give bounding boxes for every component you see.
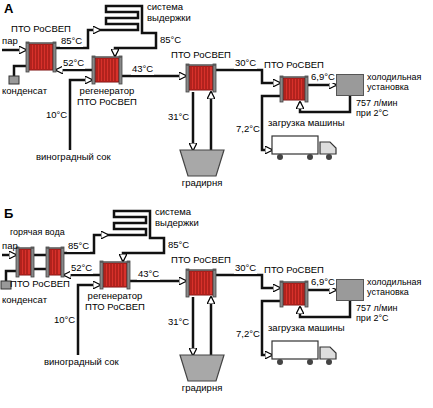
temperature-label: 6,9°C <box>310 72 336 83</box>
pipe-connector <box>308 289 336 292</box>
node-label: система выдержки <box>147 2 205 24</box>
loop-label: горячая вода <box>10 227 65 237</box>
input-label: пар <box>2 36 18 47</box>
node-label: холодильная установка <box>367 277 429 298</box>
heat-exchanger: ПТО РоСВЕП <box>280 76 308 102</box>
input-label: виноградный сок <box>36 152 111 163</box>
chiller-symbol <box>336 279 364 301</box>
temperature-label: 52°C <box>70 263 93 274</box>
hx-symbol <box>280 76 308 102</box>
pipe-connector <box>210 92 213 150</box>
flow-label: 757 л/мин при 2°C <box>356 98 406 119</box>
pipe-connector <box>216 70 280 83</box>
temperature-label: 7,2°C <box>236 124 260 135</box>
temperature-label: 10°C <box>46 110 67 121</box>
chiller-unit: холодильная установка <box>336 74 364 96</box>
regenerator: регенератор ПТО РоСВЕП <box>92 56 122 84</box>
hx-symbol <box>186 269 216 297</box>
pipe-connector <box>115 33 156 56</box>
temperature-label: 31°C <box>167 112 190 123</box>
pipe-connector <box>216 275 280 288</box>
holding-coil: система выдержки <box>108 209 152 243</box>
temperature-label: 30°C <box>234 263 257 274</box>
chiller-unit: холодильная установка <box>336 279 364 301</box>
pipe-connector <box>192 297 195 355</box>
hx-symbol <box>186 64 216 92</box>
heat-exchanger: ПТО РоСВЕП <box>186 269 216 297</box>
cooling-tower: градирня <box>180 355 224 381</box>
output-label: конденсат <box>2 295 47 306</box>
chiller-symbol <box>336 74 364 96</box>
steam-trap <box>1 281 11 289</box>
node-label: регенератор ПТО РоСВЕП <box>78 291 152 313</box>
flow-label: 757 л/мин при 2°C <box>356 303 406 324</box>
node-label: ПТО РоСВЕП <box>11 24 71 35</box>
pipe-connector <box>64 235 108 253</box>
regenerator: регенератор ПТО РоСВЕП <box>100 261 130 289</box>
node-label: регенератор ПТО РоСВЕП <box>70 86 144 108</box>
hx-symbol <box>26 42 56 72</box>
temperature-label: 85°C <box>67 241 90 252</box>
temperature-label: 85°C <box>159 35 182 46</box>
temperature-label: 6,9°C <box>310 277 336 288</box>
pipe-connector <box>308 84 336 87</box>
pipe-connector <box>56 69 92 72</box>
cooling-tower: градирня <box>180 150 224 176</box>
temperature-label: 31°C <box>167 317 190 328</box>
temperature-label: 85°C <box>167 240 190 251</box>
input-label: пар <box>2 241 18 252</box>
temperature-label: 43°C <box>131 64 154 75</box>
hx2-symbol <box>16 247 64 277</box>
pipe-connector <box>123 238 164 261</box>
temperature-label: 43°C <box>137 269 160 280</box>
node-label: ПТО РоСВЕП <box>264 60 324 71</box>
temperature-label: 30°C <box>234 58 257 69</box>
pipe-connector <box>64 274 100 277</box>
steam-trap <box>9 76 19 84</box>
tower-symbol <box>180 150 224 176</box>
pipe-connector <box>122 75 186 78</box>
heat-exchanger-pair: ПТО РоСВЕП <box>16 247 64 277</box>
node-label: система выдержки <box>155 207 213 229</box>
temperature-label: 7,2°C <box>236 329 260 340</box>
hx-symbol <box>92 56 122 84</box>
node-label: ПТО РоСВЕП <box>264 265 324 276</box>
holding-coil: система выдержки <box>100 4 144 38</box>
truck <box>272 136 336 160</box>
heat-exchanger: ПТО РоСВЕП <box>26 42 56 72</box>
hold-symbol <box>108 209 152 243</box>
output-label: загрузка машины <box>268 323 345 334</box>
temperature-label: 10°C <box>54 315 75 326</box>
heat-exchanger: ПТО РоСВЕП <box>280 281 308 307</box>
node-label: ПТО РоСВЕП <box>10 279 70 290</box>
tower-symbol <box>180 355 224 381</box>
pipe-connector <box>192 92 195 150</box>
hold-symbol <box>100 4 144 38</box>
output-label: загрузка машины <box>268 118 345 129</box>
output-label: конденсат <box>2 86 47 97</box>
hx-symbol <box>280 281 308 307</box>
node-label: градирня <box>182 383 223 394</box>
pipe-connector <box>210 297 213 355</box>
panel-letter: А <box>4 2 13 17</box>
temperature-label: 52°C <box>62 58 85 69</box>
node-label: градирня <box>182 178 223 189</box>
node-label: ПТО РоСВЕП <box>171 255 231 266</box>
node-label: холодильная установка <box>367 72 429 93</box>
node-label: ПТО РоСВЕП <box>171 50 231 61</box>
truck <box>272 341 336 365</box>
heat-exchanger: ПТО РоСВЕП <box>186 64 216 92</box>
panel-letter: Б <box>4 207 13 222</box>
pipe-connector <box>130 280 186 283</box>
hx-symbol <box>100 261 130 289</box>
input-label: виноградный сок <box>44 357 119 368</box>
temperature-label: 85°C <box>60 36 83 47</box>
